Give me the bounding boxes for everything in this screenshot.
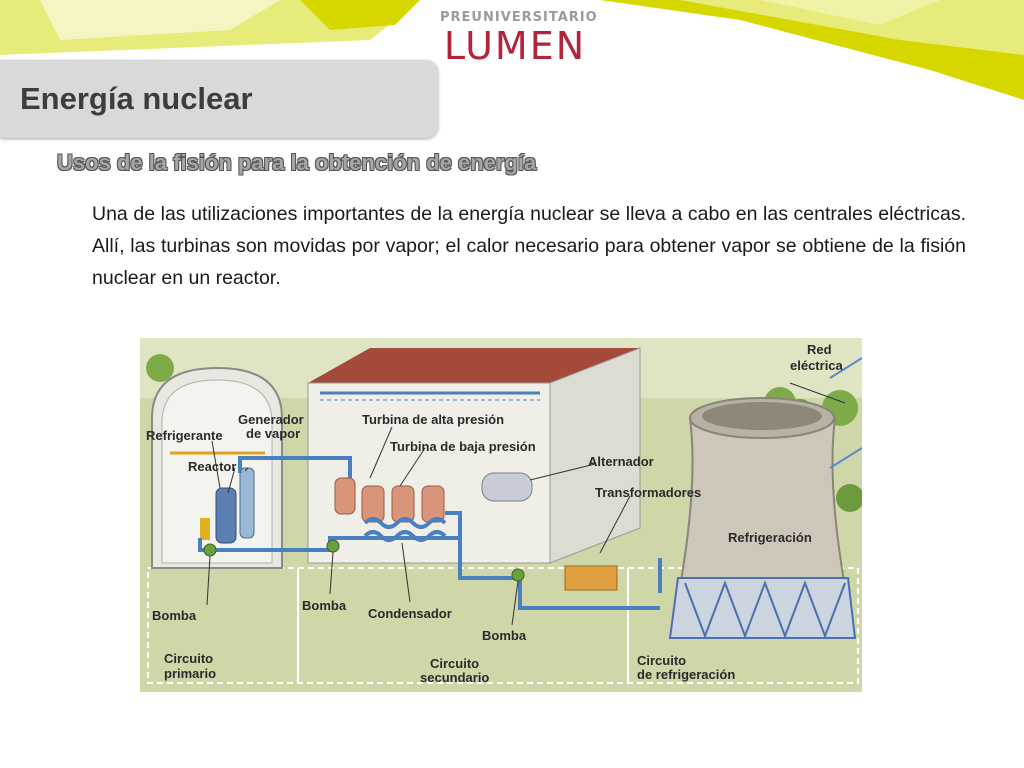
- nuclear-plant-diagram: Red eléctrica Generador de vapor Refrige…: [140, 338, 862, 692]
- slide-subtitle: Usos de la fisión para la obtención de e…: [57, 150, 537, 175]
- label-turbina-alta: Turbina de alta presión: [362, 412, 504, 427]
- lumen-logo: PREUNIVERSITARIO LUMEN: [440, 10, 598, 68]
- label-bomba-3: Bomba: [482, 628, 527, 643]
- label-red-2: eléctrica: [790, 358, 844, 373]
- label-circuito-refrigeracion-2: de refrigeración: [637, 667, 735, 682]
- label-circuito-primario-1: Circuito: [164, 651, 213, 666]
- alternator: [481, 472, 533, 502]
- pump-primary: [203, 543, 217, 557]
- label-condensador: Condensador: [368, 606, 452, 621]
- label-bomba-1: Bomba: [152, 608, 197, 623]
- turbines: [334, 477, 445, 523]
- label-bomba-2: Bomba: [302, 598, 347, 613]
- logo-main-text: LUMEN: [443, 24, 587, 68]
- secondary-circuit-zone: [297, 567, 629, 684]
- label-refrigerante: Refrigerante: [146, 428, 223, 443]
- label-alternador: Alternador: [588, 454, 654, 469]
- label-generador-2: de vapor: [246, 426, 300, 441]
- power-line: [829, 357, 862, 469]
- label-circuito-secundario-1: Circuito: [430, 656, 479, 671]
- reactor-vessel: [215, 487, 237, 544]
- label-generador-1: Generador: [238, 412, 304, 427]
- label-circuito-refrigeracion-1: Circuito: [637, 653, 686, 668]
- label-reactor: Reactor: [188, 459, 236, 474]
- transformer: [564, 565, 618, 591]
- pump-secondary: [326, 539, 340, 553]
- body-paragraph: Una de las utilizaciones importantes de …: [92, 203, 966, 289]
- cooling-tower: [668, 397, 857, 639]
- pump-cooling: [511, 568, 525, 582]
- label-refrigeracion: Refrigeración: [728, 530, 812, 545]
- label-circuito-secundario-2: secundario: [420, 670, 489, 685]
- label-circuito-primario-2: primario: [164, 666, 216, 681]
- condenser: [363, 517, 447, 542]
- label-transformadores: Transformadores: [595, 485, 701, 500]
- steam-generator: [239, 467, 255, 539]
- slide-title: Energía nuclear: [20, 81, 253, 116]
- label-red-1: Red: [807, 342, 832, 357]
- label-turbina-baja: Turbina de baja presión: [390, 439, 536, 454]
- leader-lines: [206, 382, 846, 626]
- pressurizer: [200, 518, 210, 540]
- logo-small-text: PREUNIVERSITARIO: [440, 10, 598, 25]
- header-decoration: [0, 0, 1024, 100]
- title-box: [0, 60, 438, 138]
